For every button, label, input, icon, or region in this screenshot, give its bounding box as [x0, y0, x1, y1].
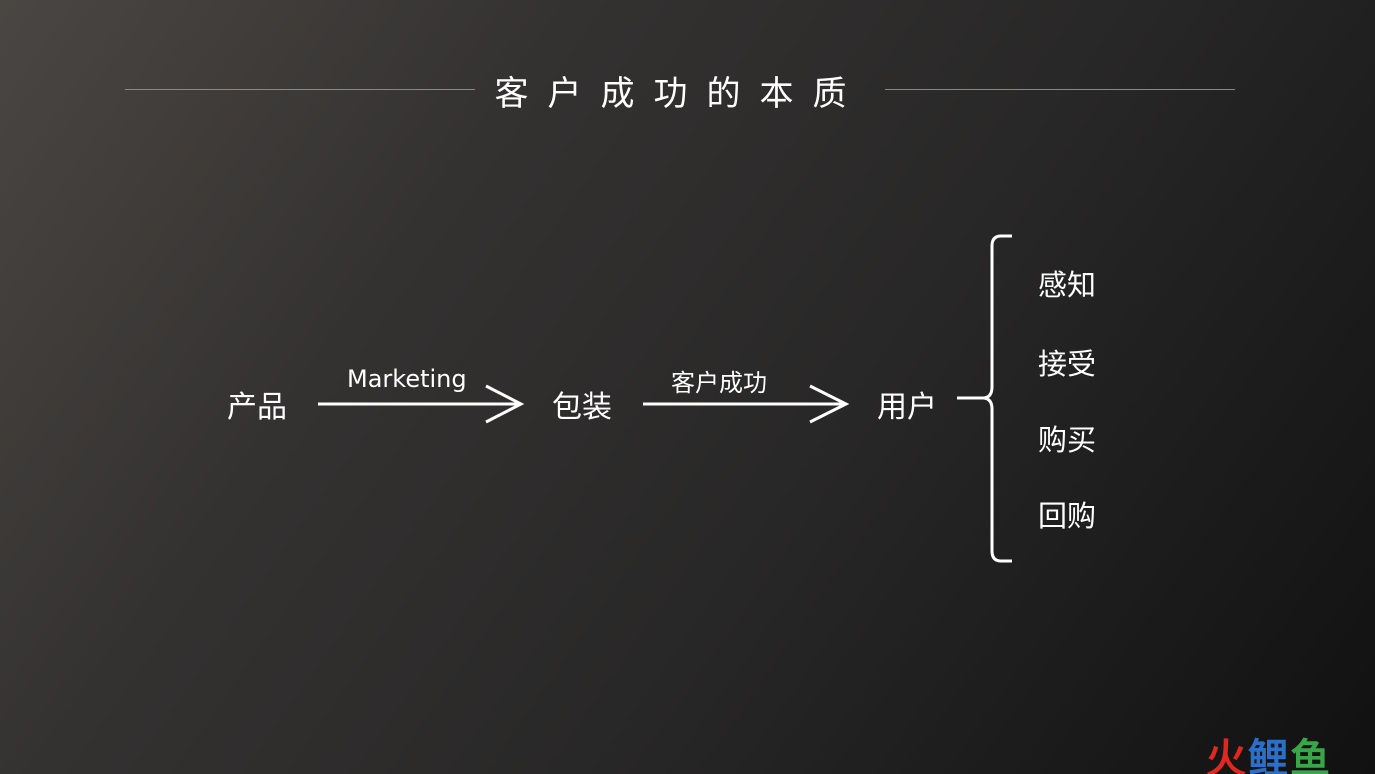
arrow-marketing-head — [485, 384, 525, 424]
outcome-purchase: 购买 — [1038, 423, 1097, 457]
arrow-customer-success-head — [809, 384, 850, 424]
outcome-perceive: 感知 — [1038, 268, 1097, 302]
watermark-char-1: 火 — [1206, 736, 1248, 774]
edge-label-customer-success: 客户成功 — [671, 369, 767, 397]
edge-label-marketing: Marketing — [347, 365, 467, 393]
watermark-char-3: 鱼 — [1290, 736, 1332, 774]
node-packaging: 包装 — [552, 390, 612, 425]
outcome-brace — [957, 234, 1012, 563]
title-rule-left — [125, 89, 475, 90]
node-product: 产品 — [227, 390, 287, 425]
title-rule-right — [885, 89, 1235, 90]
outcome-accept: 接受 — [1038, 347, 1097, 381]
outcome-repurchase: 回购 — [1038, 499, 1097, 533]
watermark-logo: 火鲤鱼 — [1206, 726, 1332, 774]
page-title: 客户成功的本质 — [494, 74, 866, 114]
node-user: 用户 — [877, 390, 937, 425]
watermark-char-2: 鲤 — [1248, 736, 1290, 774]
